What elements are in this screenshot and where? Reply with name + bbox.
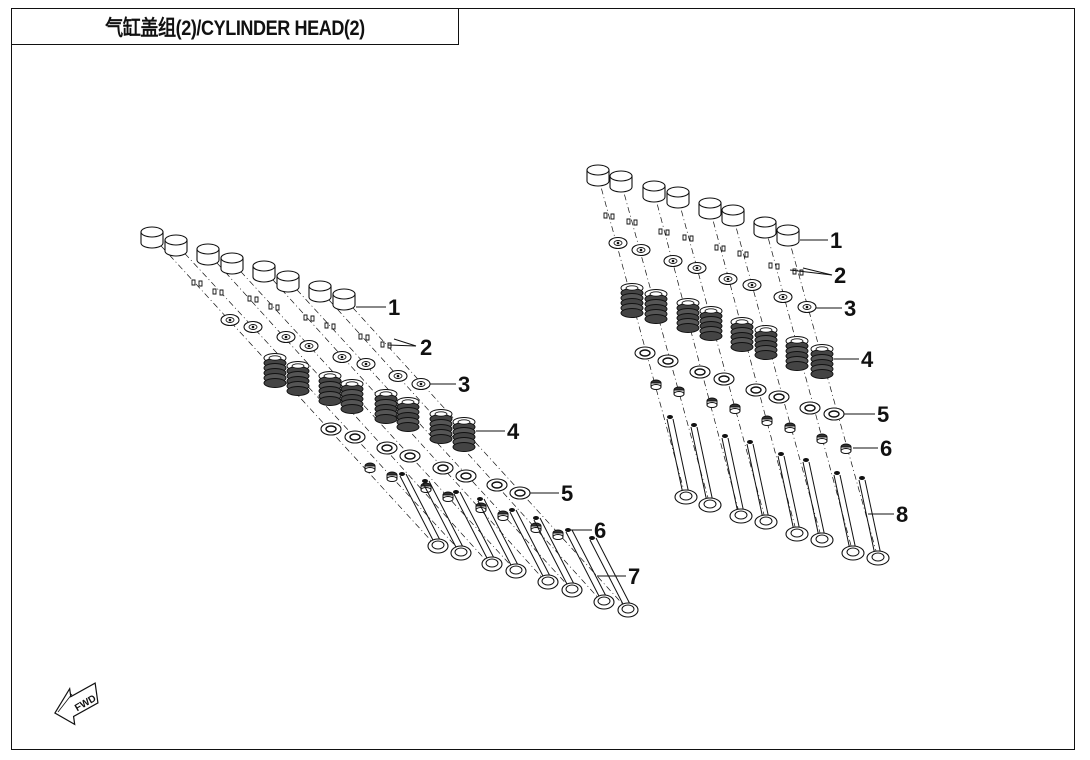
title-block: 气缸盖组(2)/CYLINDER HEAD(2) [11, 8, 459, 45]
callout-right-2: 2 [834, 263, 846, 288]
right-valve-assembly: 1 2 3 4 5 6 8 [586, 164, 908, 566]
callout-right-6: 6 [880, 436, 892, 461]
page-title: 气缸盖组(2)/CYLINDER HEAD(2) [105, 16, 365, 40]
callout-left-6: 6 [594, 518, 606, 543]
right-valves [666, 414, 890, 566]
callout-right-3: 3 [844, 296, 856, 321]
drawing-frame [11, 8, 1075, 750]
callout-right-5: 5 [877, 402, 889, 427]
callout-left-2: 2 [420, 335, 432, 360]
callout-left-4: 4 [507, 419, 520, 444]
callout-left-5: 5 [561, 481, 573, 506]
forward-arrow-icon: FWD [54, 682, 99, 726]
callout-left-1: 1 [388, 295, 400, 320]
callout-left-7: 7 [628, 564, 640, 589]
callout-right-8: 8 [896, 502, 908, 527]
callout-right-4: 4 [861, 347, 874, 372]
callout-left-3: 3 [458, 372, 470, 397]
right-springs [620, 283, 834, 379]
left-valve-assembly: 1 2 3 4 5 6 7 [140, 226, 640, 618]
right-tappets [586, 164, 800, 247]
callout-right-1: 1 [830, 228, 842, 253]
